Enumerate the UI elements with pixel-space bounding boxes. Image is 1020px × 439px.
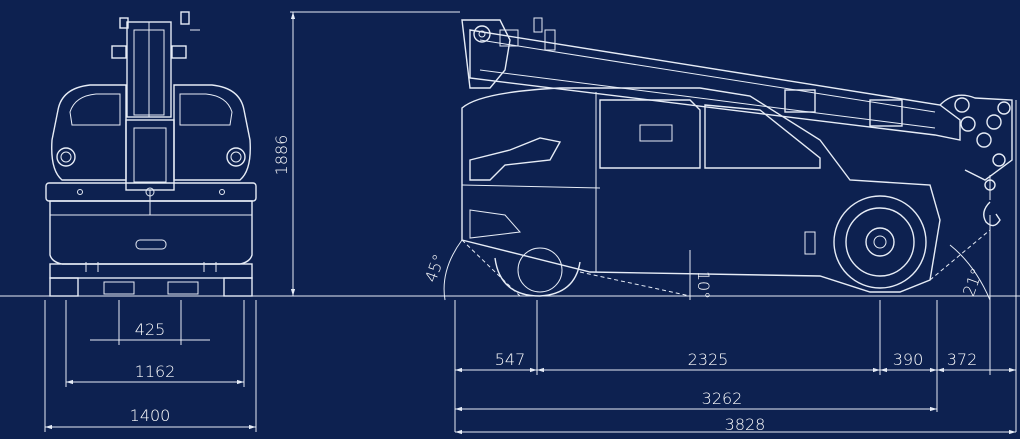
dim-wheelbase: 2325	[688, 350, 729, 369]
dim-rear-offset: 390	[893, 350, 924, 369]
dim-total-width: 1400	[130, 406, 171, 425]
angle-belly: 10°	[694, 271, 713, 299]
dim-front-overhang: 547	[495, 350, 526, 369]
dim-total-length: 3828	[725, 415, 766, 434]
side-view	[461, 17, 1013, 297]
front-dimensions	[44, 11, 460, 432]
front-view	[45, 11, 257, 297]
dim-track-outer: 1162	[135, 362, 176, 381]
angle-departure: 21°	[959, 266, 987, 299]
dim-rear-overhang: 372	[947, 350, 978, 369]
side-angles	[443, 229, 991, 301]
dim-height: 1886	[272, 135, 291, 176]
side-dimensions	[454, 100, 1017, 435]
dim-track-inner: 425	[135, 320, 166, 339]
dim-body-length: 3262	[702, 389, 743, 408]
